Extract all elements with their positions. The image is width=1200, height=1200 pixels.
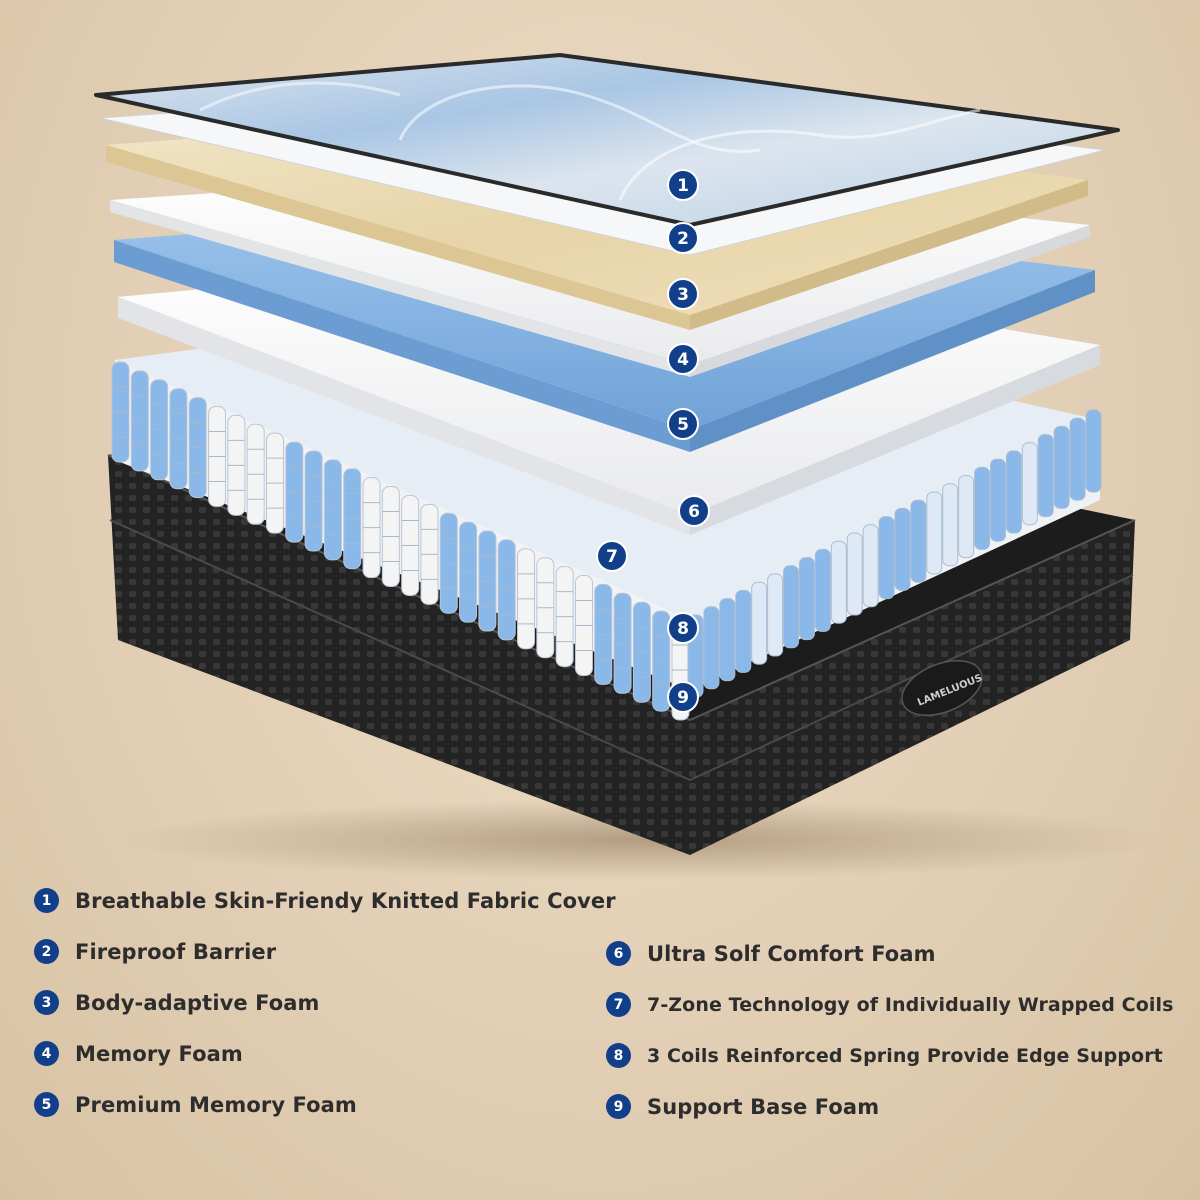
coil-spring [942, 483, 959, 567]
legend-item-3: 3 Body-adaptive Foam [34, 990, 320, 1015]
legend-label-7: 7-Zone Technology of Individually Wrappe… [647, 993, 1174, 1016]
coil-spring [783, 565, 800, 649]
legend-badge-6: 6 [606, 941, 631, 966]
coil-spring [798, 557, 815, 641]
legend-badge-8: 8 [606, 1043, 631, 1068]
marker-number: 6 [688, 502, 700, 522]
marker-3: 3 [667, 278, 699, 310]
marker-badge [596, 540, 628, 572]
coil-spring [958, 475, 975, 559]
marker-number: 9 [677, 688, 689, 708]
legend-label-4: Memory Foam [75, 1041, 243, 1066]
coil-spring [830, 540, 847, 624]
coil-spring [894, 507, 911, 591]
coils-left [111, 361, 690, 721]
mattress-diagram: LAMELUOUS [94, 53, 1160, 880]
marker-number: 5 [677, 415, 689, 435]
coil-spring [719, 598, 736, 682]
coil-spring [1037, 434, 1054, 518]
legend-badge-9: 9 [606, 1094, 631, 1119]
marker-number: 2 [677, 229, 689, 249]
marker-7: 7 [596, 540, 628, 572]
legend-label-9: Support Base Foam [647, 1094, 880, 1119]
coil-spring [1005, 450, 1022, 534]
legend-badge-4: 4 [34, 1041, 59, 1066]
coil-spring [974, 466, 991, 550]
legend-label-5: Premium Memory Foam [75, 1092, 357, 1117]
legend-badge-2: 2 [34, 939, 59, 964]
marker-number: 3 [677, 285, 689, 305]
coils-right [687, 409, 1102, 698]
marker-badge [667, 343, 699, 375]
legend-label-3: Body-adaptive Foam [75, 990, 320, 1015]
coil-spring [767, 573, 784, 657]
coil-spring [1085, 409, 1102, 493]
marker-5: 5 [667, 408, 699, 440]
legend-item-5: 5 Premium Memory Foam [34, 1092, 357, 1117]
marker-number: 4 [677, 350, 689, 370]
marker-badge [667, 408, 699, 440]
legend-label-1: Breathable Skin-Friendy Knitted Fabric C… [75, 888, 616, 913]
marker-1: 1 [667, 169, 699, 201]
marker-4: 4 [667, 343, 699, 375]
brand-logo [901, 659, 983, 717]
marker-badge [667, 169, 699, 201]
coil-spring [814, 548, 831, 632]
marker-badge [667, 278, 699, 310]
legend-item-2: 2 Fireproof Barrier [34, 939, 276, 964]
legend-item-6: 6 Ultra Solf Comfort Foam [606, 941, 936, 966]
legend-label-6: Ultra Solf Comfort Foam [647, 941, 936, 966]
legend-badge-5: 5 [34, 1092, 59, 1117]
coil-spring [751, 581, 768, 665]
coil-spring [703, 606, 720, 690]
coil-spring [735, 589, 752, 673]
legend-item-1: 1 Breathable Skin-Friendy Knitted Fabric… [34, 888, 616, 913]
legend-item-4: 4 Memory Foam [34, 1041, 243, 1066]
coil-spring [878, 516, 895, 600]
marker-number: 1 [677, 176, 689, 196]
legend-item-8: 8 3 Coils Reinforced Spring Provide Edge… [606, 1043, 1163, 1068]
legend-label-8: 3 Coils Reinforced Spring Provide Edge S… [647, 1044, 1163, 1067]
marker-6: 6 [678, 495, 710, 527]
marker-number: 8 [677, 619, 689, 639]
marker-number: 7 [606, 547, 618, 567]
marker-badge [667, 681, 699, 713]
coil-spring [1069, 417, 1086, 501]
marker-8: 8 [667, 612, 699, 644]
marker-badge [667, 612, 699, 644]
legend-item-7: 7 7-Zone Technology of Individually Wrap… [606, 992, 1174, 1017]
layer-markers: 1 2 3 4 5 6 7 8 9 [596, 169, 710, 713]
coil-spring [1053, 425, 1070, 509]
marker-badge [678, 495, 710, 527]
marker-9: 9 [667, 681, 699, 713]
coil-spring [1021, 442, 1038, 526]
legend-badge-3: 3 [34, 990, 59, 1015]
legend-item-9: 9 Support Base Foam [606, 1094, 879, 1119]
floor-shadow [120, 800, 1160, 880]
marker-badge [667, 222, 699, 254]
coil-spring [910, 499, 927, 583]
coil-spring [989, 458, 1006, 542]
legend-badge-7: 7 [606, 992, 631, 1017]
legend-badge-1: 1 [34, 888, 59, 913]
legend-label-2: Fireproof Barrier [75, 939, 277, 964]
fabric-cover-layer [94, 53, 1120, 227]
coil-spring [862, 524, 879, 608]
coil-spring [846, 532, 863, 616]
marker-2: 2 [667, 222, 699, 254]
coil-spring [926, 491, 943, 575]
